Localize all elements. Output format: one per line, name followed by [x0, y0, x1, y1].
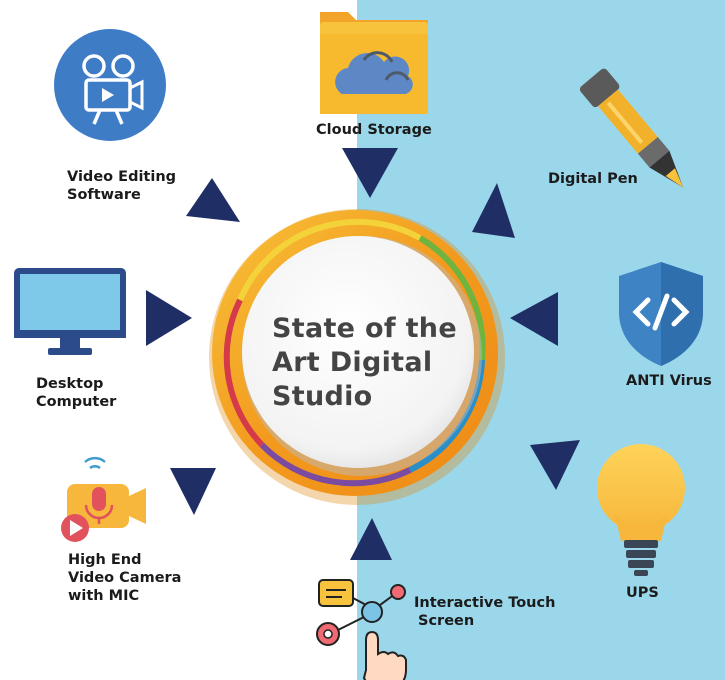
cloud-folder-icon: [320, 12, 428, 114]
shield-code-icon: [619, 262, 703, 366]
center-title-line-3: Studio: [272, 381, 373, 412]
center-hub: [209, 209, 505, 505]
arrows: [146, 148, 580, 560]
digital-pen-icon: [579, 68, 684, 188]
label-digital-pen: Digital Pen: [548, 171, 638, 187]
center-title-line-2: Art Digital: [272, 347, 433, 378]
center-title: State of the Art Digital Studio: [272, 312, 472, 414]
label-video-camera: High End Video Camera with MIC: [68, 552, 182, 604]
center-title-line-1: State of the: [272, 313, 457, 344]
video-camera-mic-icon: [61, 457, 146, 542]
label-cloud-storage: Cloud Storage: [316, 122, 432, 138]
label-video-editing-software: Video Editing Software: [67, 169, 177, 203]
desktop-monitor-icon: [14, 268, 126, 355]
label-interactive-touch-screen: Interactive Touch Screen: [414, 595, 556, 629]
label-desktop-computer: Desktop Computer: [36, 376, 117, 410]
label-ups: UPS: [626, 585, 659, 601]
label-anti-virus: ANTI Virus: [626, 373, 712, 389]
touch-screen-icon: [316, 579, 407, 680]
video-projector-icon: [54, 29, 166, 141]
light-bulb-icon: [597, 444, 685, 576]
